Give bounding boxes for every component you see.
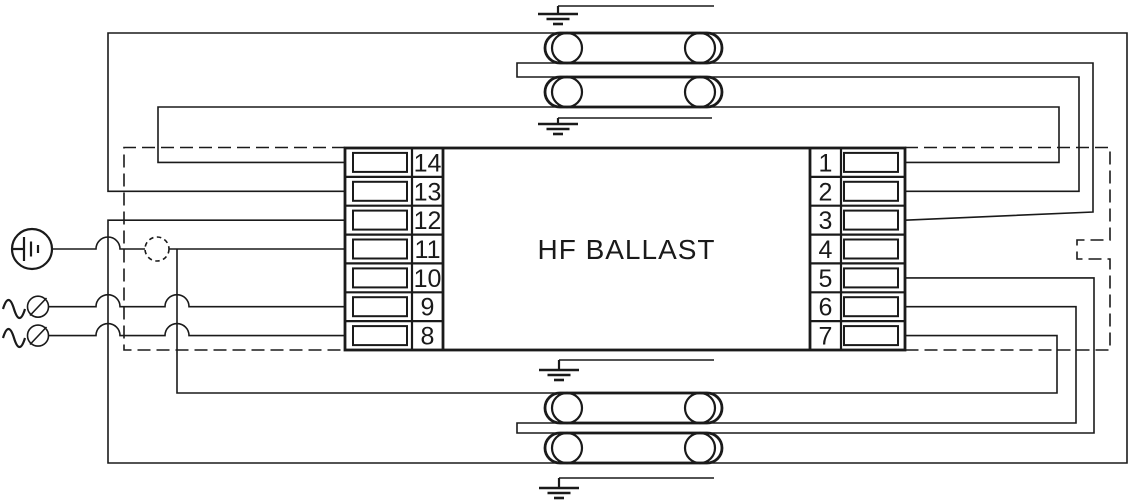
- terminal2-rect: [843, 180, 899, 202]
- terminal12-label: 12: [414, 207, 442, 235]
- enclosure-left-half: [123, 146, 345, 351]
- ground-icon-bottom: [539, 477, 714, 500]
- terminal7-rect: [843, 325, 899, 347]
- mains-line2-symbols: [1, 324, 50, 349]
- ac-tilde-icon: [1, 298, 27, 320]
- lamp-series-link-bottom-pair: [516, 422, 562, 434]
- ac-tilde-icon: [1, 327, 27, 349]
- terminal11-rect: [352, 238, 408, 260]
- terminal9-label: 9: [421, 294, 435, 322]
- wire-outer-loop-lamp1-lamp4: [705, 32, 1128, 464]
- terminal13-rect: [352, 180, 408, 202]
- terminal9-rect: [352, 296, 408, 318]
- lamp-series-link-top-pair: [516, 62, 562, 78]
- ground-icon-lower-mid: [539, 359, 714, 382]
- crossed-circle-icon: [26, 324, 50, 347]
- lamp2-cathode-left: [550, 75, 584, 109]
- wire-terminal2-lamp2: [705, 76, 1080, 193]
- terminal4-label: 4: [819, 236, 833, 264]
- terminal13-label: 13: [414, 178, 442, 206]
- device-title: HF BALLAST: [537, 234, 715, 265]
- mains-wires: [48, 236, 345, 337]
- terminal10-label: 10: [414, 265, 442, 293]
- left-terminal-rects: [352, 151, 408, 347]
- wires-right: [705, 32, 1128, 464]
- lamp-3: [543, 391, 724, 425]
- terminal8-label: 8: [421, 323, 435, 351]
- mains-line2-wire: [48, 322, 345, 337]
- wire-terminal5-lamp4: [705, 277, 1095, 434]
- terminal4-rect: [843, 238, 899, 260]
- wire-terminal13-lamp1: [107, 32, 562, 193]
- ballast-outline: [343, 146, 907, 352]
- ground-icon-upper-mid: [538, 117, 712, 136]
- terminal3-rect: [843, 209, 899, 231]
- left-terminal-numbers: 14 13 12 11 10 9 8: [414, 149, 442, 350]
- wires-left: [107, 32, 562, 464]
- ballast-box: 14 13 12 11 10 9 8 1 2 3 4 5 6 7 HF BALL…: [343, 146, 907, 352]
- lamp4-cathode-right: [683, 431, 717, 465]
- lamp-1: [543, 31, 724, 65]
- terminal14-rect: [352, 151, 408, 173]
- wire-terminal1-lamp2: [705, 106, 1060, 164]
- terminal8-rect: [352, 325, 408, 347]
- lamp-4: [543, 431, 724, 465]
- terminal1-rect: [843, 151, 899, 173]
- terminal5-rect: [843, 267, 899, 289]
- mains-line1-symbols: [1, 295, 50, 320]
- optional-connection-node-icon: [144, 236, 170, 262]
- terminal5-label: 5: [819, 265, 833, 293]
- terminal10-rect: [352, 267, 408, 289]
- enclosure-dashed-boundary: [123, 146, 1111, 351]
- lamp-2: [543, 75, 724, 109]
- right-terminal-row-separators: [810, 175, 905, 323]
- lamp3-cathode-right: [683, 391, 717, 425]
- terminal6-rect: [843, 296, 899, 318]
- terminal3-label: 3: [819, 207, 833, 235]
- terminal2-label: 2: [819, 178, 833, 206]
- protective-earth-icon: [10, 227, 54, 271]
- left-terminal-row-separators: [345, 175, 443, 323]
- terminal11-label: 11: [415, 236, 441, 264]
- wire-terminal6-lamp3: [705, 305, 1077, 424]
- terminal14-label: 14: [414, 149, 442, 177]
- right-terminal-rects: [843, 151, 899, 347]
- wire-terminal3-lamp1: [705, 62, 1094, 221]
- mains-line1-wire: [48, 293, 345, 308]
- wire-node-lamp3: [176, 249, 562, 394]
- lamps: [543, 31, 724, 465]
- enclosure-right-half-with-notch: [905, 146, 1111, 351]
- wire-terminal14-lamp2: [157, 106, 562, 164]
- ground-icon-top: [538, 5, 714, 26]
- terminal7-label: 7: [819, 323, 833, 351]
- mains-input-symbols: [1, 227, 170, 349]
- wire-terminal12-lamp4: [107, 219, 562, 464]
- wire-terminal7-lamp3: [705, 334, 1058, 394]
- terminal1-label: 1: [819, 149, 833, 177]
- terminal12-rect: [352, 209, 408, 231]
- terminal6-label: 6: [819, 294, 833, 322]
- lamp2-cathode-right: [683, 75, 717, 109]
- earth-wire: [52, 236, 145, 250]
- crossed-circle-icon: [26, 295, 50, 319]
- right-terminal-numbers: 1 2 3 4 5 6 7: [819, 149, 833, 350]
- lamp4-cathode-left: [550, 431, 584, 465]
- lamp1-cathode-right: [683, 31, 717, 65]
- lamp3-cathode-left: [550, 391, 584, 425]
- lamp1-cathode-left: [550, 31, 584, 65]
- ground-symbols: [538, 5, 714, 500]
